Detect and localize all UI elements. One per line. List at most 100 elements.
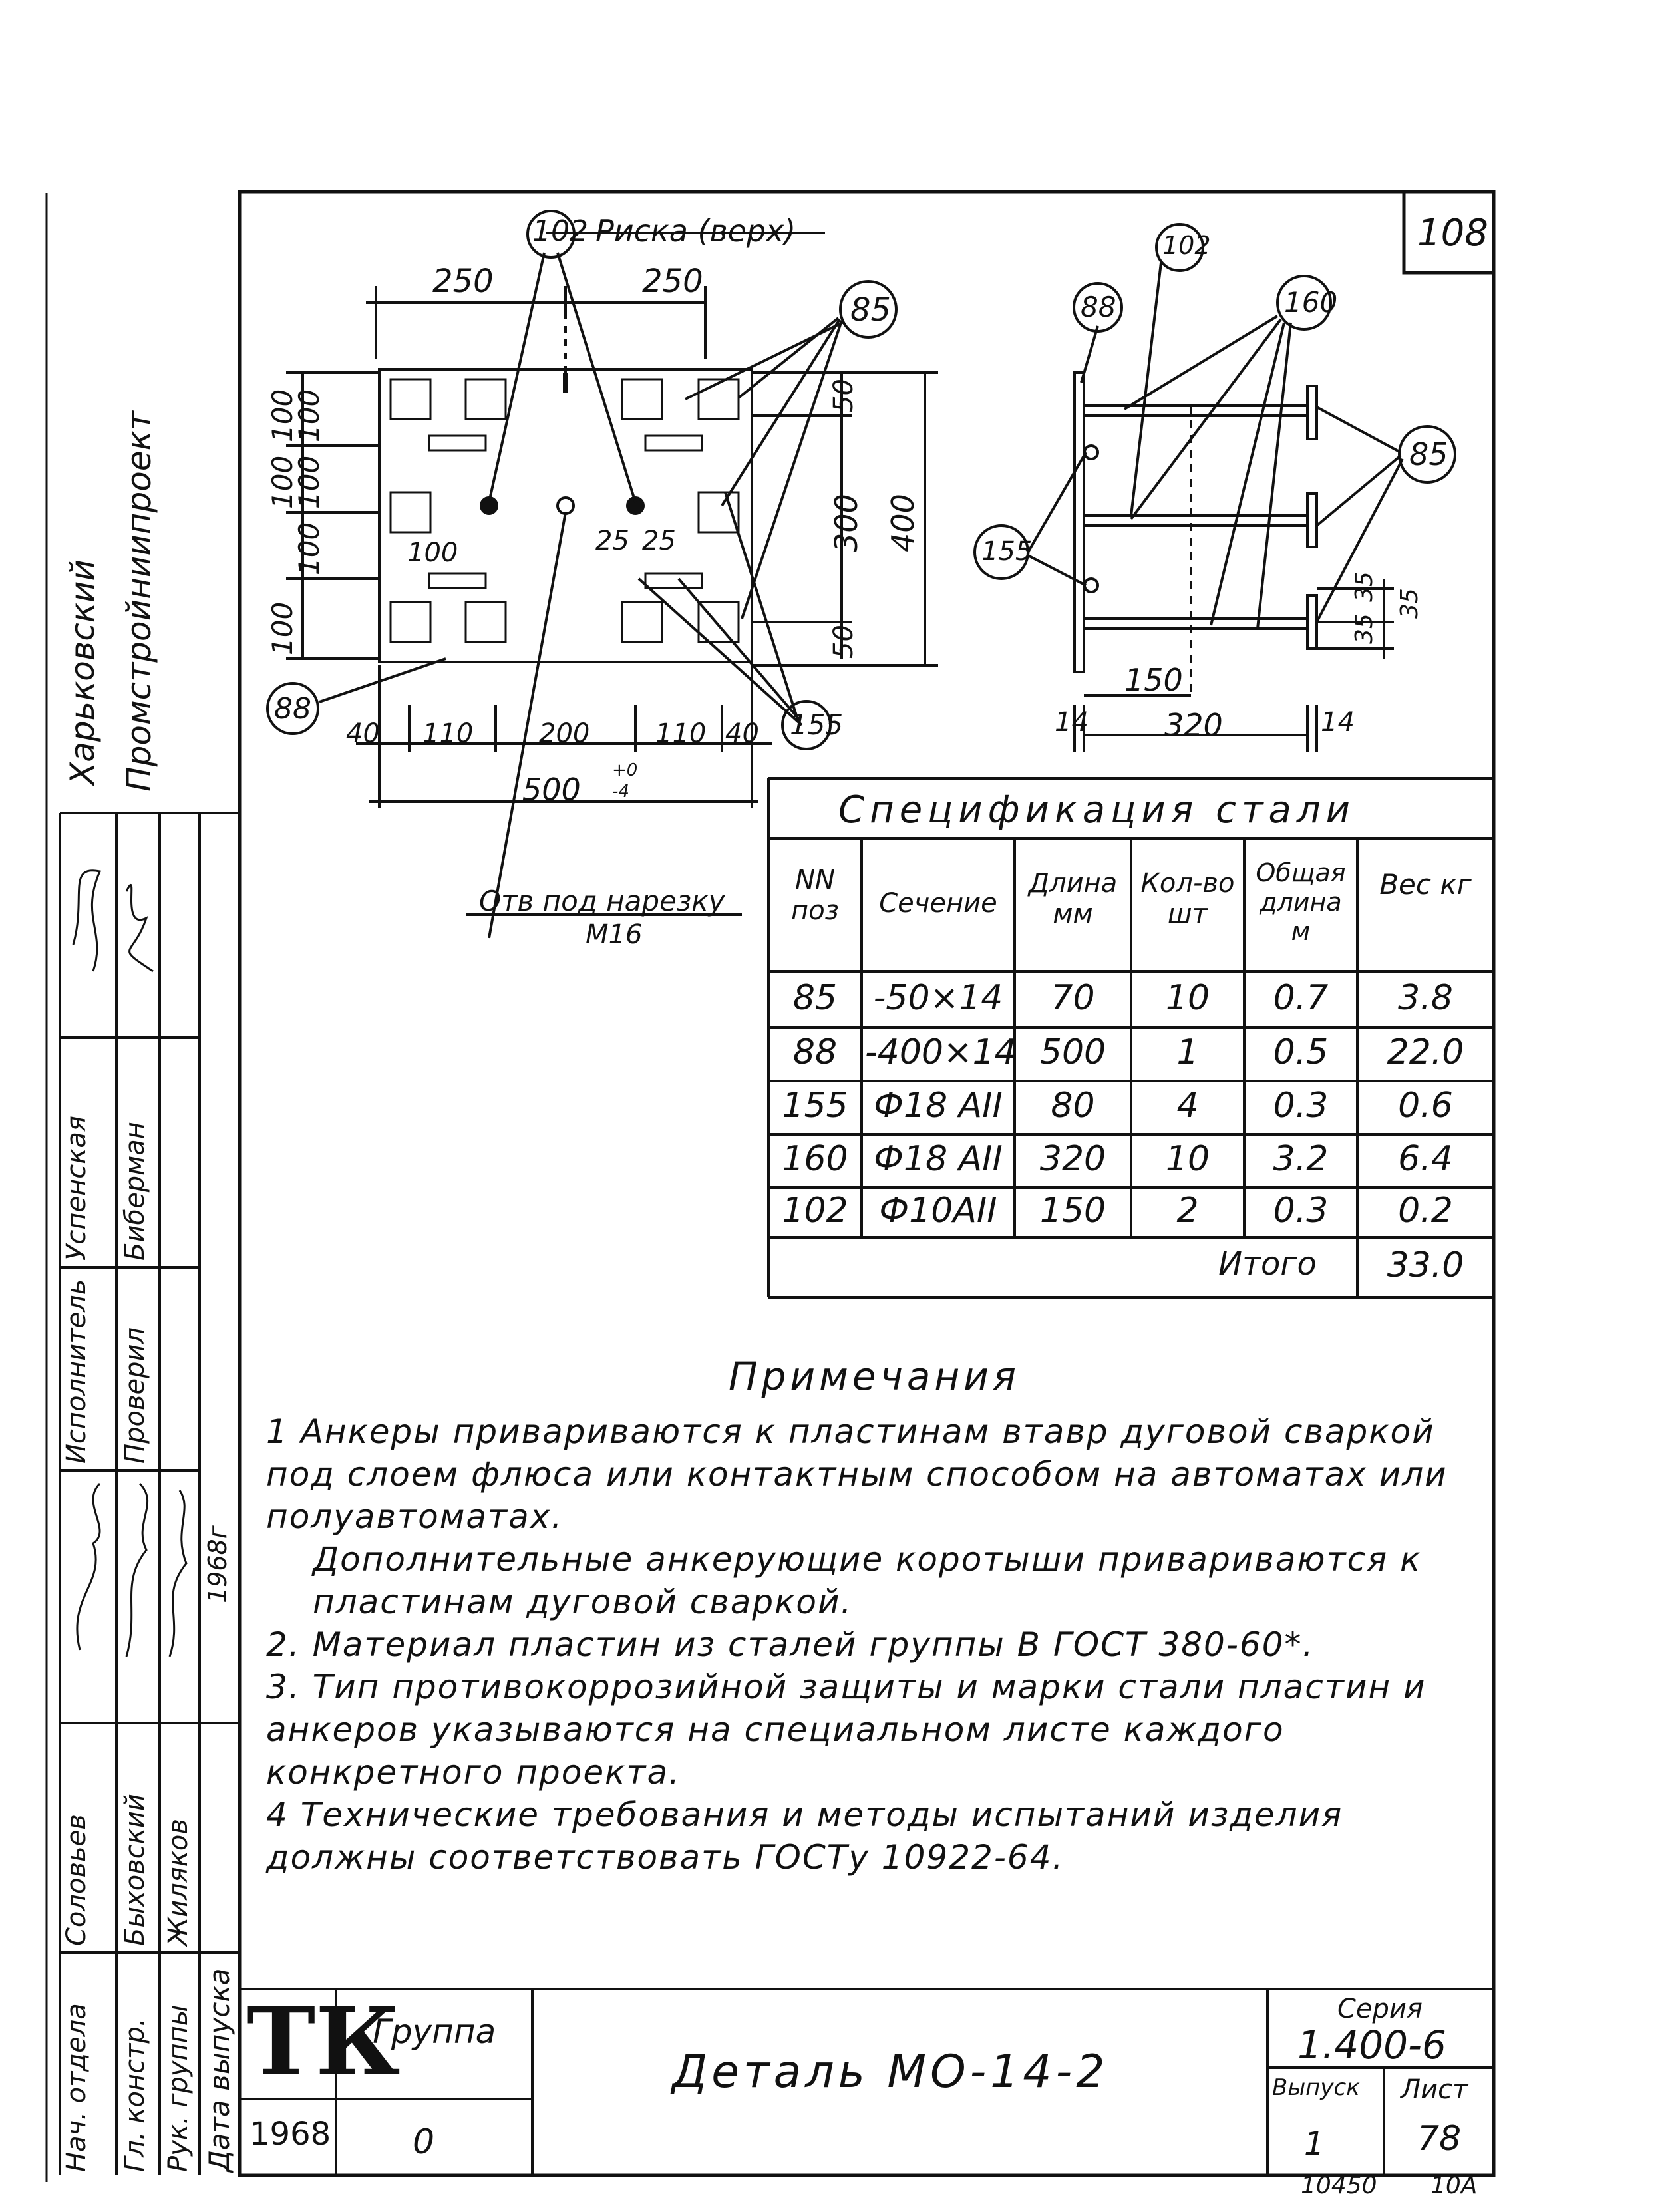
spec-cell: 500: [1039, 1032, 1106, 1072]
sheet-label: Лист: [1401, 2074, 1468, 2105]
signature-table: [59, 812, 240, 2175]
spec-cell: 0.7: [1273, 978, 1329, 1018]
dim-bottom-110b: 110: [655, 718, 707, 749]
spec-cell: 70: [1051, 978, 1095, 1018]
role-chief: Гл. констр.: [120, 2018, 150, 2172]
sheet-number-box: [1402, 192, 1494, 275]
issue-value: 1: [1304, 2126, 1325, 2163]
footer-code-2: 10А: [1430, 2172, 1478, 2199]
callout-155: 155: [790, 709, 844, 741]
spec-cell: 160: [782, 1139, 848, 1179]
spec-header-section: Сечение: [879, 888, 997, 919]
spec-table-lines: [767, 777, 1494, 1299]
side-callout-85: 85: [1409, 436, 1448, 472]
spec-cell: 6.4: [1398, 1139, 1453, 1179]
dim-inner-100: 100: [407, 538, 458, 568]
plan-view: [266, 210, 938, 939]
callout-88: 88: [274, 692, 311, 726]
footer-code: 10450: [1301, 2172, 1377, 2199]
side-dim-150: 150: [1124, 662, 1183, 698]
dim-bottom-40a: 40: [346, 718, 380, 749]
hole-label-thread: M16: [586, 919, 643, 950]
callout-85: 85: [850, 291, 892, 329]
notes-list: 1 Анкеры привариваются к пластинам втавр…: [266, 1410, 1464, 1879]
side-dim-14-right: 14: [1321, 707, 1355, 738]
dim-top-right: 250: [642, 263, 703, 300]
role-group: Рук. группы: [163, 2004, 194, 2172]
hole-label: Отв под нарезку: [479, 885, 725, 917]
note-2: 2. Материал пластин из сталей группы В Г…: [266, 1625, 1315, 1664]
name-chief: Быховский: [120, 1794, 150, 1946]
spec-total-value: 33.0: [1387, 1245, 1464, 1285]
spec-cell: 0.3: [1273, 1191, 1329, 1231]
dim-bottom-110a: 110: [422, 718, 474, 749]
spec-cell: 88: [792, 1032, 838, 1072]
spec-cell: 4: [1176, 1086, 1199, 1126]
side-dim-14-left: 14: [1055, 707, 1089, 738]
role-executor: Исполнитель: [61, 1279, 92, 1464]
name-checker: Биберман: [120, 1122, 150, 1261]
spec-cell: 80: [1051, 1086, 1095, 1126]
spec-cell: 22.0: [1387, 1032, 1464, 1072]
org-line-2: Промстройниипроект: [120, 411, 158, 792]
spec-header-qty: Кол-во шт: [1140, 868, 1235, 929]
spec-cell: 3.2: [1273, 1139, 1329, 1179]
spec-cell: Ф18 АII: [874, 1086, 1003, 1126]
dim-right-50-bot: 50: [828, 625, 859, 659]
title-block-lines: [240, 1988, 1494, 2175]
spec-title: Спецификация стали: [838, 788, 1356, 832]
note-1: 1 Анкеры привариваются к пластинам втавр…: [266, 1412, 1448, 1536]
side-callout-88: 88: [1081, 291, 1116, 323]
side-callout-102: 102: [1162, 231, 1211, 260]
spec-header-length: Длина мм: [1028, 868, 1118, 929]
spec-total-label: Итого: [1218, 1245, 1317, 1283]
spec-cell: Ф18 АII: [874, 1139, 1003, 1179]
spec-cell: 320: [1039, 1139, 1106, 1179]
detail-title: Деталь МО-14-2: [672, 2046, 1109, 2098]
note-1b: Дополнительные анкерующие коротыши прива…: [313, 1540, 1422, 1621]
group-label: Группа: [373, 2012, 496, 2051]
spec-cell: 85: [792, 978, 838, 1018]
year-stamp: 1968г: [203, 1525, 232, 1603]
spec-cell: 155: [782, 1086, 848, 1126]
spec-cell: 1: [1176, 1032, 1199, 1072]
dim-25a: 25: [595, 526, 629, 556]
notes-title: Примечания: [729, 1354, 1020, 1399]
spec-cell: 10: [1165, 978, 1210, 1018]
spec-cell: 0.3: [1273, 1086, 1329, 1126]
dim-bottom-40b: 40: [725, 718, 759, 749]
spec-cell: 0.2: [1398, 1191, 1453, 1231]
release-date-label: Дата выпуска: [203, 1968, 236, 2172]
spec-cell: Ф10АII: [879, 1191, 997, 1231]
name-head: Соловьев: [61, 1814, 92, 1946]
org-line-1: Харьковский: [63, 559, 102, 785]
dim-right-400: 400: [885, 494, 921, 552]
spec-header-weight: Вес кг: [1379, 868, 1472, 901]
side-callout-155: 155: [981, 536, 1033, 567]
sheet-value: 78: [1417, 2119, 1462, 2159]
role-head: Нач. отдела: [61, 2003, 92, 2172]
side-dim-35-top: 35: [1351, 571, 1378, 602]
note-3: 3. Тип противокоррозийной защиты и марки…: [266, 1668, 1427, 1792]
dim-bottom-200: 200: [539, 718, 590, 749]
role-checker: Проверил: [120, 1327, 150, 1464]
group-value: 0: [413, 2122, 435, 2162]
dim-right-300: 300: [828, 494, 864, 552]
spec-header-pos: NN поз: [791, 865, 839, 926]
dim-left-4: 100: [293, 455, 325, 509]
logo-year: 1968: [250, 2116, 331, 2153]
dim-left-bottom: 100: [266, 601, 299, 655]
name-executor: Успенская: [61, 1115, 92, 1261]
spec-cell: 0.5: [1273, 1032, 1329, 1072]
callout-102: 102: [532, 214, 588, 248]
dim-tol-plus: +0: [612, 760, 638, 780]
note-4: 4 Технические требования и методы испыта…: [266, 1796, 1343, 1877]
issue-label: Выпуск: [1272, 2074, 1360, 2101]
side-dim-35-bot: 35: [1396, 588, 1423, 619]
spec-cell: -400×14: [865, 1032, 1017, 1072]
side-dim-320: 320: [1164, 707, 1223, 743]
side-dim-35-mid: 35: [1351, 613, 1378, 644]
side-callout-160: 160: [1284, 286, 1338, 319]
dim-left-5: 100: [293, 522, 325, 575]
